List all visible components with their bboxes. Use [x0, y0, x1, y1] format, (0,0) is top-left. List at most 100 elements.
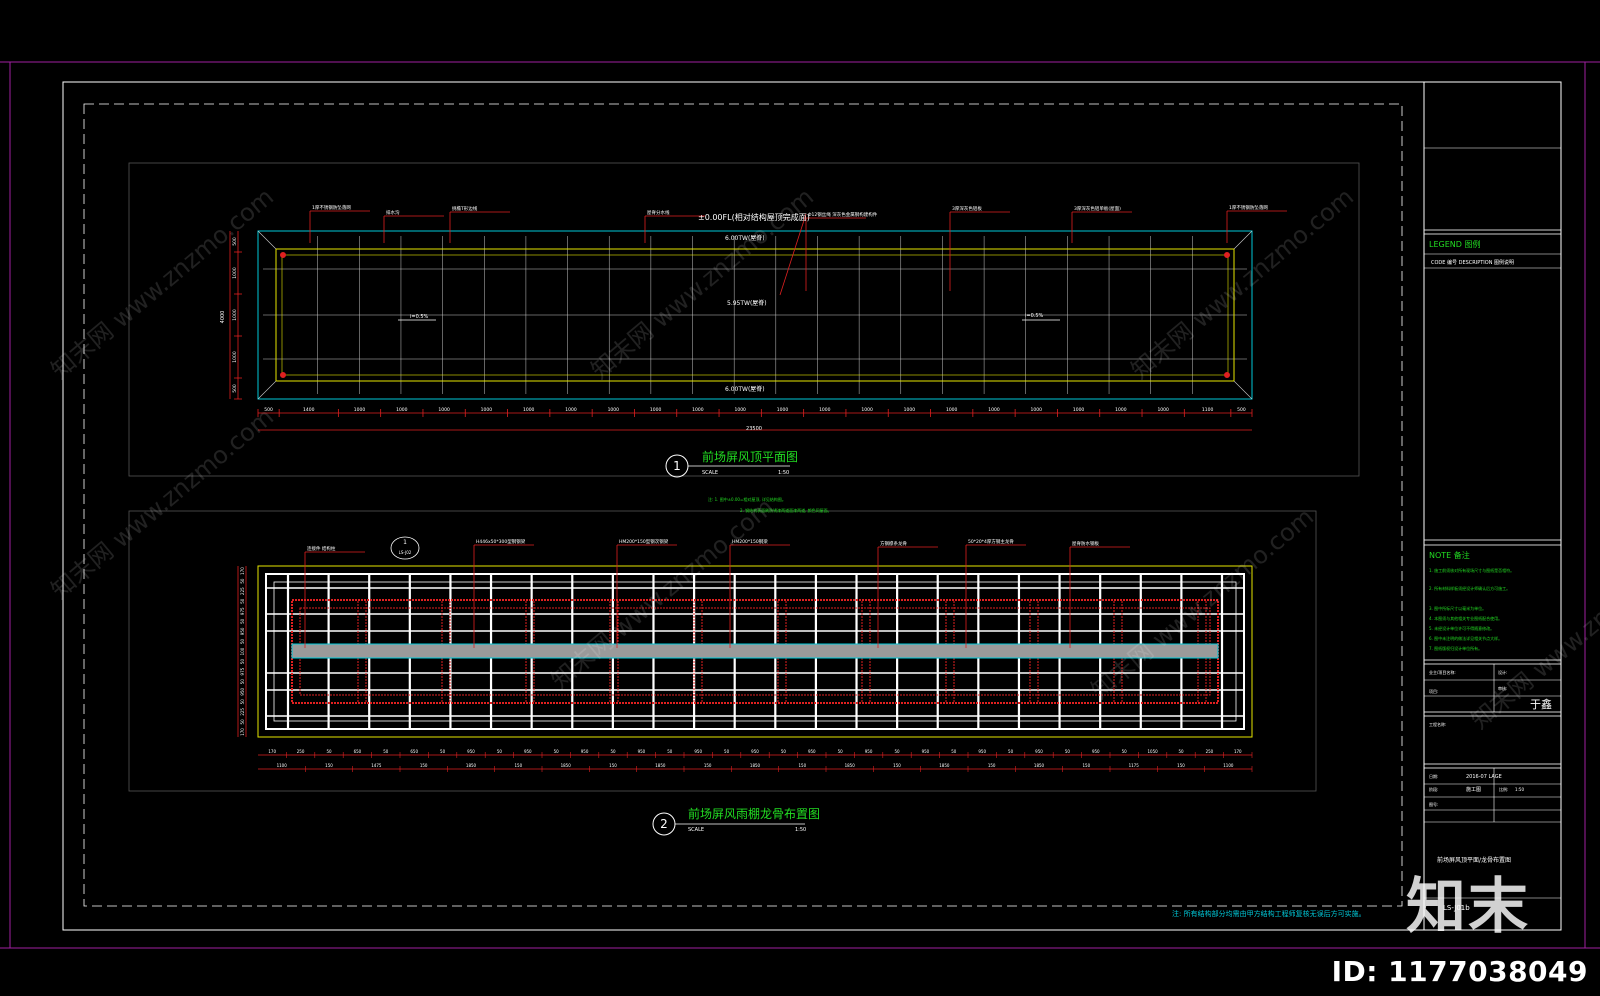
- plan2-dim-top-text: 950: [808, 749, 816, 754]
- watermark-text: 知末网 www.znzmo.com: [1086, 503, 1319, 705]
- plan2-detail-ref: 1: [403, 539, 407, 546]
- plan2-dim-v-text: 975: [240, 667, 245, 675]
- plan2-dim-top-text: 1050: [1148, 749, 1159, 754]
- plan1-inner-yellow-2: [281, 254, 1229, 376]
- plan2-dim-v-text: 50: [240, 578, 245, 584]
- plan1-dim-text: 1000: [777, 407, 789, 413]
- plan1-number: 1: [673, 459, 681, 473]
- plan2-callout-text: HM200*150型钢次钢梁: [619, 538, 669, 545]
- plan2-frame-outer: [265, 573, 1245, 730]
- plan1-slope-right: i=0.5%: [1025, 313, 1044, 319]
- plan1-dim-text: 1000: [904, 407, 916, 413]
- plan2-ridge-beam: [291, 643, 1219, 659]
- plan1-dim-text: 1100: [1202, 407, 1214, 413]
- plan1-dim-text: 1000: [1073, 407, 1085, 413]
- plan1-hip: [1233, 380, 1253, 400]
- watermark-text: 知末网 www.znzmo.com: [546, 493, 779, 695]
- plan1-level-main: ±0.00FL(相对结构屋顶完成面): [698, 212, 810, 222]
- sheet-title: 前场屏风顶平面/龙骨布置图: [1437, 856, 1511, 864]
- plan2-dim-top-text: 50: [554, 749, 560, 754]
- plan2-dim-bottom-text: 1475: [371, 763, 382, 768]
- plan2-dim-bottom-text: 1850: [466, 763, 477, 768]
- plan2-dim-top-text: 50: [951, 749, 957, 754]
- plan2-dim-top-text: 950: [1035, 749, 1043, 754]
- plan2-dim-top-text: 950: [922, 749, 930, 754]
- plan1-dim-v-text: 1000: [232, 351, 238, 363]
- plan1-callout-text: 排水沟: [386, 209, 400, 216]
- plan1-dim-text: 1000: [608, 407, 620, 413]
- plan2-dim-v-text: 950: [240, 687, 245, 695]
- plan2-dim-bottom-text: 1850: [750, 763, 761, 768]
- plan2-dim-top-text: 50: [383, 749, 389, 754]
- date-label: 日期:: [1429, 773, 1438, 779]
- plan2-dim-top-text: 50: [1065, 749, 1071, 754]
- plan2-dim-top-text: 50: [1008, 749, 1014, 754]
- note-7: 7. 图纸版权归设计单位所有。: [1429, 645, 1482, 651]
- tb-legend-box: [1423, 233, 1562, 541]
- plan1-callout-text: 1厚不锈钢防坠落网: [1229, 204, 1268, 211]
- plan2-dim-bottom-text: 1850: [845, 763, 856, 768]
- plan2-dim-top-text: 650: [354, 749, 362, 754]
- plan2-dim-bottom-text: 150: [799, 763, 807, 768]
- plan2-dim-top-text: 50: [440, 749, 446, 754]
- plan1-dim-text: 1000: [988, 407, 1000, 413]
- plan1-level-top: 6.00TW(屋脊): [725, 234, 765, 242]
- tb-owner-box: [1423, 663, 1562, 713]
- plan2-dim-bottom-text: 150: [1083, 763, 1091, 768]
- plan2-red-column: [1197, 599, 1207, 704]
- plan2-dim-top-text: 170: [268, 749, 276, 754]
- plan2-dim-bottom-text: 1100: [277, 763, 288, 768]
- inner-dashed-border: [83, 103, 1403, 907]
- plan1-dim-text: 1400: [303, 407, 315, 413]
- plan2-dim-top-text: 50: [1122, 749, 1128, 754]
- plan2-dim-top-text: 950: [865, 749, 873, 754]
- plan2-dim-top-text: 50: [838, 749, 844, 754]
- plan1-dim-v-text: 1000: [232, 309, 238, 321]
- plan2-dim-v-text: 50: [240, 719, 245, 725]
- plan1-dim-text: 1000: [1031, 407, 1043, 413]
- plan1-inner-yellow: [275, 248, 1235, 382]
- plan2-dim-top-text: 950: [524, 749, 532, 754]
- mid-note-1: 注: 1. 图中±0.00=相对屋顶, 详见结构图。: [708, 496, 786, 502]
- plan1-callout-text: 3厚深灰色铝单板(屋面): [1074, 205, 1121, 212]
- note-2: 2. 所有材料样板须经设计师确认后方可施工。: [1429, 585, 1510, 591]
- plan2-dim-v-text: 170: [240, 567, 245, 575]
- plan1-dim-text: 1000: [523, 407, 535, 413]
- plan2-red-column: [861, 599, 871, 704]
- plan2-red-column: [1113, 599, 1123, 704]
- plan1-callout-text: Φ12钢丝绳 深灰色金属钢构建构件: [808, 211, 878, 218]
- plan2-dim-bottom-text: 150: [893, 763, 901, 768]
- plan2-dim-top-text: 50: [326, 749, 332, 754]
- plan2-dim-bottom-text: 150: [420, 763, 428, 768]
- plan1-title: 前场屏风顶平面图: [702, 449, 798, 464]
- plan2-number: 2: [660, 817, 668, 831]
- drawing-no-label: 图号:: [1429, 801, 1438, 807]
- plan1-dim-v-total: 4000: [220, 311, 226, 324]
- plan1-callout-text: 3厚深灰色铝板: [952, 205, 982, 212]
- plan2-dim-top-text: 50: [667, 749, 673, 754]
- sheet-code: LS-J01b: [1443, 904, 1470, 912]
- plan1-dim-text: 1000: [734, 407, 746, 413]
- plan2-dim-v-text: 50: [240, 659, 245, 665]
- plan1-dim-v-text: 500: [232, 384, 238, 393]
- plan2-dim-v-text: 50: [240, 679, 245, 685]
- plan2-dim-v-text: 50: [240, 598, 245, 604]
- plan2-dim-bottom-text: 150: [325, 763, 333, 768]
- plan2-dim-top-text: 50: [781, 749, 787, 754]
- plan2-dim-bottom-text: 1175: [1129, 763, 1140, 768]
- plan2-callout-text: 50*20*4厚方钢主龙骨: [968, 538, 1014, 545]
- plan1-hip: [257, 380, 277, 400]
- scale-value: 1:50: [1515, 787, 1524, 792]
- plan1-hip: [1233, 230, 1253, 250]
- plan2-red-column: [693, 599, 703, 704]
- image-id-label: ID: 1177038049: [1331, 955, 1588, 988]
- plan1-slope-left: i=0.5%: [410, 314, 429, 320]
- plan1-dim-text: 1000: [946, 407, 958, 413]
- plan2-dim-top-text: 950: [694, 749, 702, 754]
- plan2-red-column: [357, 599, 367, 704]
- tb-logo-box: [1423, 81, 1562, 231]
- note-title: NOTE 备注: [1429, 550, 1470, 560]
- plan1-dim-text: 1000: [565, 407, 577, 413]
- plan2-detail-circle: [390, 536, 420, 560]
